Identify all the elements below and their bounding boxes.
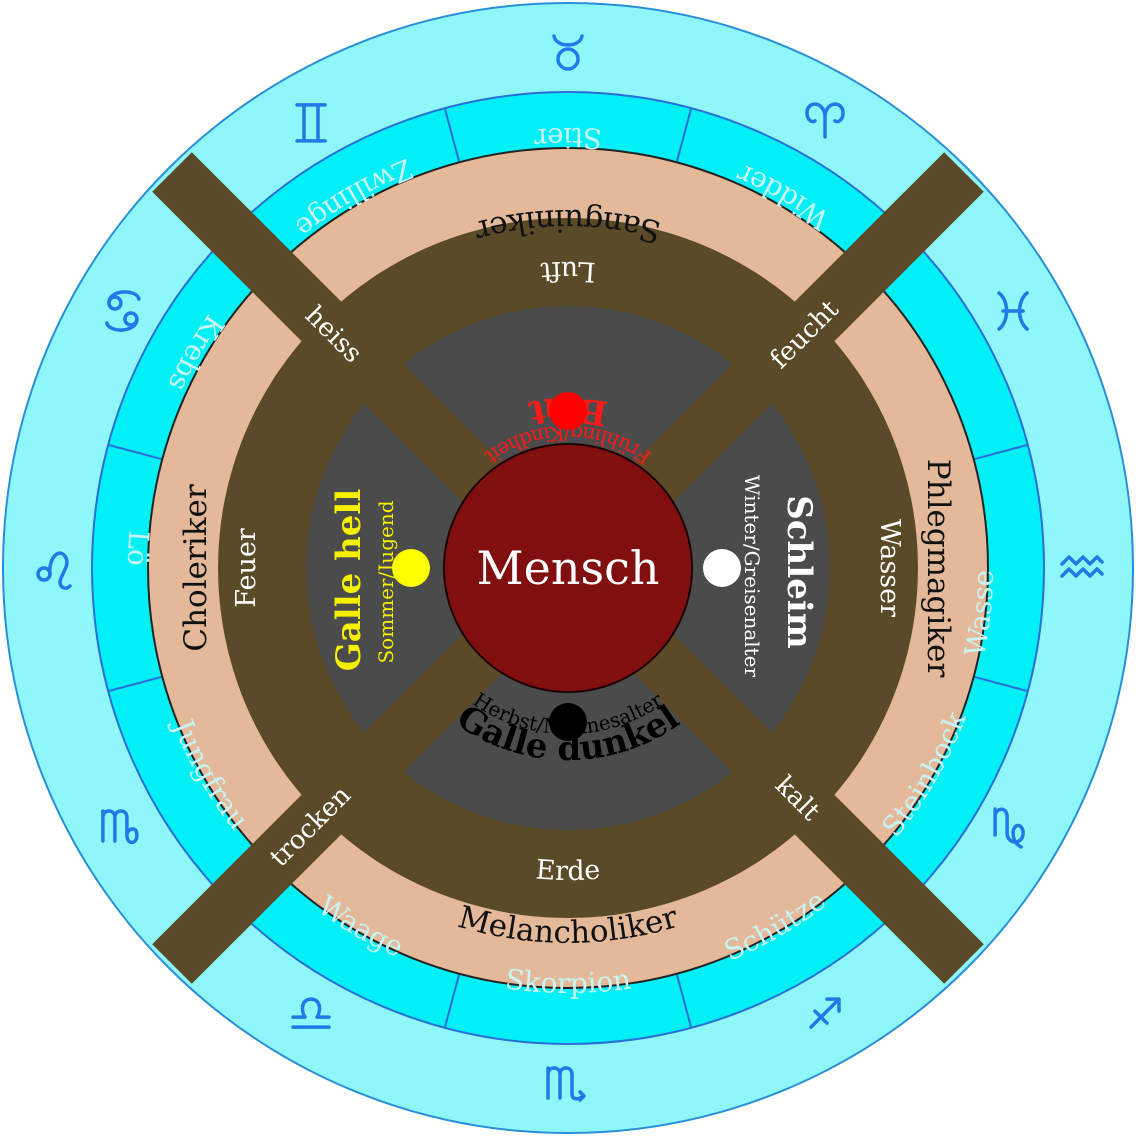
zodiac-sign-label: Skorpion xyxy=(503,963,632,1001)
scorpio-icon xyxy=(546,1066,586,1102)
humor-left-dot xyxy=(392,549,430,587)
humor-bottom-dot xyxy=(549,703,587,741)
leo-icon xyxy=(36,551,72,590)
humor-right-sub: Winter/Greisenalter xyxy=(740,475,764,678)
humor-left-name: Galle hell xyxy=(329,489,369,672)
pisces-icon xyxy=(997,291,1029,331)
zodiac-divider xyxy=(973,675,1029,693)
temperament-left-label: Choleriker xyxy=(178,484,214,651)
zodiac-sign-label: Stier xyxy=(532,121,602,155)
aquarius-icon xyxy=(1060,555,1104,578)
humor-left-sub: Sommer/Jugend xyxy=(374,500,398,663)
temperament-right-label: Phlegmagiker xyxy=(920,459,956,678)
gemini-icon xyxy=(295,103,327,143)
center-label: Mensch xyxy=(477,541,660,595)
element-top-label: Luft xyxy=(539,255,596,287)
zodiac-divider xyxy=(443,107,461,163)
libra-icon xyxy=(291,997,331,1029)
zodiac-divider xyxy=(443,973,461,1029)
zodiac-divider xyxy=(973,443,1029,461)
zodiac-divider xyxy=(107,675,163,693)
zodiac-divider xyxy=(675,973,693,1029)
center-disc xyxy=(443,443,693,693)
taurus-icon xyxy=(552,34,584,71)
virgo-icon xyxy=(101,809,139,845)
humor-right-dot xyxy=(703,549,741,587)
sagittarius-icon xyxy=(809,997,841,1029)
zodiac-divider xyxy=(107,443,163,461)
aries-icon xyxy=(805,102,845,139)
element-right-label: Wasser xyxy=(874,519,905,617)
zodiac-divider xyxy=(675,107,693,163)
humor-top-dot xyxy=(549,392,587,430)
capricorn-icon xyxy=(993,807,1025,849)
zodiac-sign-label: Fische xyxy=(0,0,10,7)
humor-right-name: Schleim xyxy=(779,495,819,648)
cancer-icon xyxy=(105,290,141,332)
zodiac-glyphs xyxy=(36,34,1104,1102)
element-left-label: Feuer xyxy=(231,528,262,608)
element-bottom-label: Erde xyxy=(535,854,602,887)
